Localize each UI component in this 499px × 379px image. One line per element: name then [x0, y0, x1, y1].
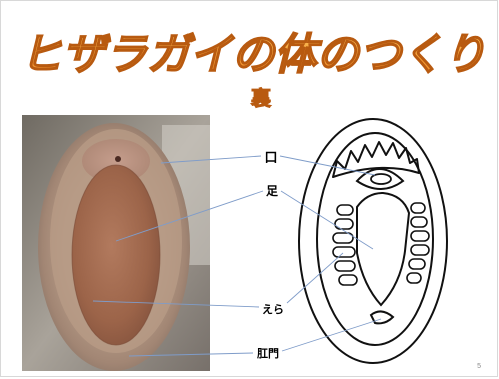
label-gill: えら — [262, 303, 284, 316]
label-anus: 肛門 — [257, 347, 279, 360]
foot-outline — [357, 193, 409, 305]
slide-subtitle: 裏 — [250, 86, 272, 110]
chiton-underside-photo — [22, 115, 210, 371]
slide-number: 5 — [477, 363, 481, 370]
mouth-outline — [357, 169, 403, 189]
label-mouth: 口 — [264, 151, 277, 166]
inner-girdle-outline — [317, 133, 433, 345]
gills-right — [407, 203, 429, 283]
head-frill — [333, 142, 419, 177]
gills-left — [333, 205, 357, 285]
title-area: ヒザラガイの体のつくり 裏 — [1, 1, 499, 111]
outer-girdle-outline — [299, 119, 447, 363]
anus-outline — [371, 311, 393, 323]
label-foot: 足 — [266, 184, 278, 198]
slide-title: ヒザラガイの体のつくり — [20, 30, 486, 80]
mouth-opening — [371, 174, 391, 184]
